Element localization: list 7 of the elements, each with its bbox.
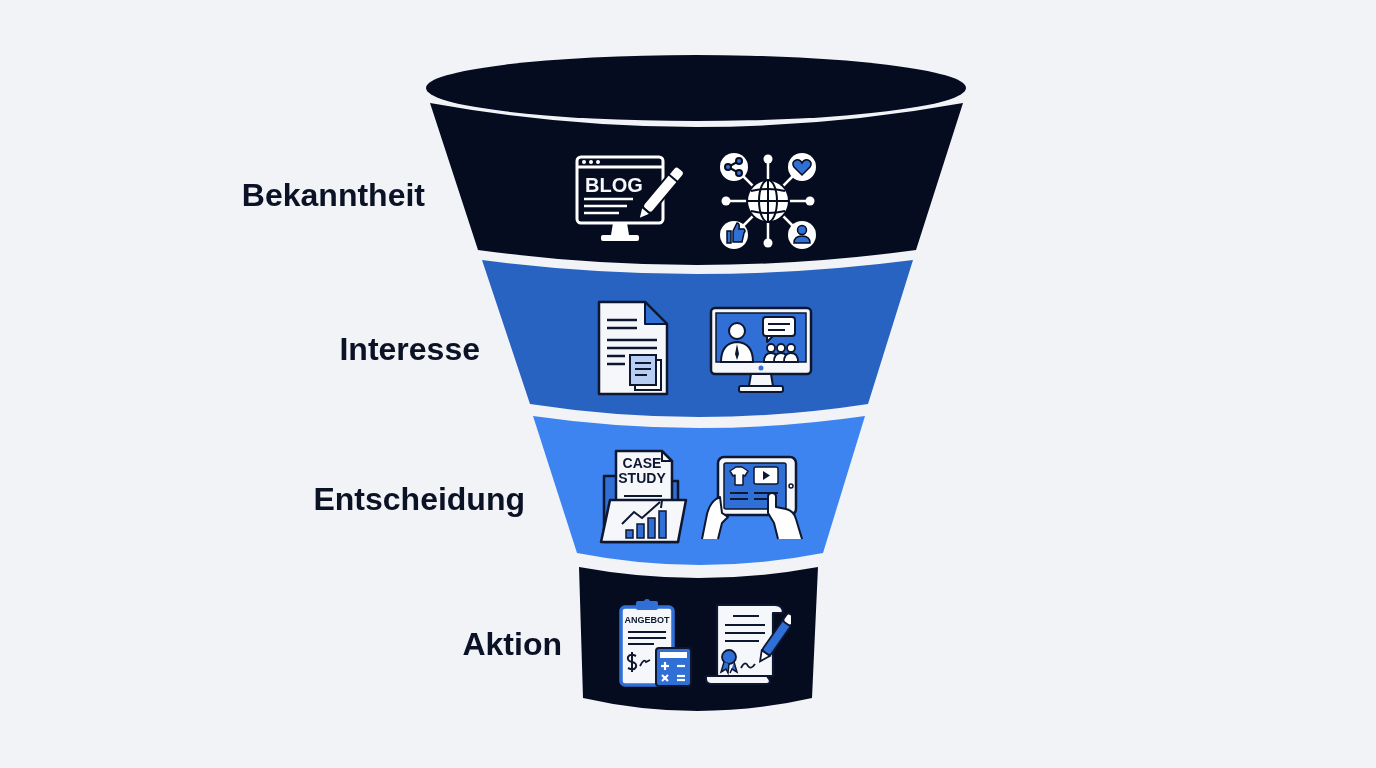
icon-text: ANGEBOT — [623, 614, 671, 626]
stage-label: Aktion — [462, 625, 562, 663]
stage-label: Bekanntheit — [241, 176, 425, 214]
funnel-opening — [426, 55, 966, 121]
stage-label: Interesse — [339, 330, 480, 368]
stage-label: Entscheidung — [313, 480, 525, 518]
icon-text: CASE STUDY — [617, 456, 667, 486]
